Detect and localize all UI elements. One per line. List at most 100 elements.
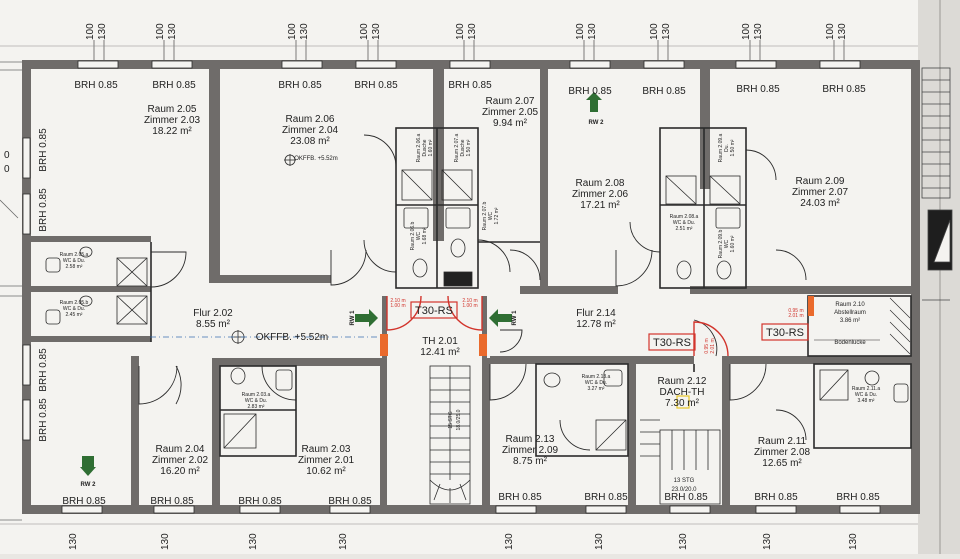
room-label-r208-0: Raum 2.08	[576, 178, 625, 189]
room-label-r203-1: Zimmer 2.01	[298, 455, 355, 466]
wet-label-w205b-0: Raum 2.05.b	[60, 300, 89, 306]
left-edge-0: 0	[4, 150, 10, 161]
escape-arrows	[80, 92, 602, 476]
door-size-c-1: 2.01 m	[710, 338, 716, 353]
fire-frame-left	[380, 334, 388, 356]
dim-top-a-6: 100	[649, 23, 660, 40]
rw2-arrow-top	[586, 92, 602, 112]
room-label-r213-0: Raum 2.13	[506, 434, 555, 445]
brh-label-4: BRH 0.85	[448, 80, 492, 91]
dim-bottom-4: 130	[504, 533, 515, 550]
brh-label-side-3: BRH 0.85	[38, 398, 49, 442]
wet-label-w203a-0: Raum 2.03.a	[242, 392, 271, 398]
door-size-b-1: 1.00 m	[462, 303, 477, 309]
wet-label-w205b-1: WC & Du.	[63, 306, 85, 312]
dim-top-b-6: 130	[661, 23, 672, 40]
wet-label-w208a-1: WC & Du.	[673, 220, 695, 226]
dim-bottom-6: 130	[678, 533, 689, 550]
wet-label-w206b-1: WC	[416, 231, 422, 240]
room-label-r204-1: Zimmer 2.02	[152, 455, 209, 466]
wet-label-w213a-2: 3.27 m²	[588, 386, 605, 392]
stair-roof-label-1: 23.0/20.0	[671, 487, 697, 493]
brh-label-side-2: BRH 0.85	[38, 348, 49, 392]
wet-label-w211a-1: WC & Du.	[855, 392, 877, 398]
stair-main-label-0: 15 STG	[448, 411, 454, 428]
t30-boxes	[410, 301, 809, 351]
fire-door-212	[693, 321, 729, 357]
dim-bottom-3: 130	[338, 533, 349, 550]
door-size-d-1: 2.01 m	[788, 313, 803, 319]
bodenluke-label: Bodenlucke	[834, 340, 866, 346]
brh-label-side-0: BRH 0.85	[38, 128, 49, 172]
wet-label-w205a-0: Raum 2.05.a	[60, 252, 89, 258]
roof-hatch-marker	[676, 395, 690, 409]
wet-label-w208a-2: 2.51 m²	[676, 226, 693, 232]
room-label-r209-1: Zimmer 2.07	[792, 187, 849, 198]
wet-label-w203a-1: WC & Du.	[245, 398, 267, 404]
room-label-r213-1: Zimmer 2.09	[502, 445, 559, 456]
wet-label-w209a-2: 1.50 m²	[730, 139, 736, 156]
room-label-th201-0: TH 2.01	[422, 336, 458, 347]
door-size-a-1: 1.00 m	[390, 303, 405, 309]
brh-label-9: BRH 0.85	[62, 496, 106, 507]
room-label-r207-0: Raum 2.07	[486, 96, 535, 107]
brh-label-0: BRH 0.85	[74, 80, 118, 91]
dim-top-a-4: 100	[455, 23, 466, 40]
room-label-r205-0: Raum 2.05	[148, 104, 197, 115]
rw1-arrow-left	[355, 309, 378, 327]
room-label-r210-1: Abstellraum	[834, 310, 866, 316]
wet-label-w206b-2: 1.68 m²	[422, 227, 428, 244]
brh-label-16: BRH 0.85	[754, 492, 798, 503]
room-label-r213-2: 8.75 m²	[513, 456, 548, 467]
wet-label-w207a-2: 1.50 m²	[466, 139, 472, 156]
room-label-f214-1: 12.78 m²	[576, 319, 616, 330]
room-label-r209-0: Raum 2.09	[796, 176, 845, 187]
dim-top-b-0: 130	[97, 23, 108, 40]
room-label-r212-0: Raum 2.12	[658, 376, 707, 387]
brh-label-8: BRH 0.85	[822, 84, 866, 95]
room-label-r204-2: 16.20 m²	[160, 466, 200, 477]
rw1-label-right: RW 1	[512, 310, 518, 326]
dim-top-b-7: 130	[753, 23, 764, 40]
t30rs-box-212	[648, 333, 696, 351]
brh-label-2: BRH 0.85	[278, 80, 322, 91]
brh-label-1: BRH 0.85	[152, 80, 196, 91]
wet-label-w211a-2: 3.48 m²	[858, 398, 875, 404]
brh-label-7: BRH 0.85	[736, 84, 780, 95]
rw2-label-top: RW 2	[589, 120, 605, 126]
brh-label-15: BRH 0.85	[664, 492, 708, 503]
room-label-r208-1: Zimmer 2.06	[572, 189, 629, 200]
room-label-r211-1: Zimmer 2.08	[754, 447, 811, 458]
stair-roof-label-0: 13 STG	[674, 478, 695, 484]
rw2-label-bottom: RW 2	[81, 482, 97, 488]
wet-label-w208a-0: Raum 2.08.a	[670, 214, 699, 220]
door-size-c-0: 0.95 m	[704, 338, 710, 353]
okffb-label-flur: OKFFB. +5.52m	[256, 332, 329, 343]
dim-top-a-0: 100	[85, 23, 96, 40]
page-edge	[918, 0, 960, 554]
room-label-r203-2: 10.62 m²	[306, 466, 346, 477]
left-margin-detail	[0, 61, 22, 521]
wet-label-w209b-2: 1.60 m²	[730, 235, 736, 252]
right-margin-stair	[921, 67, 953, 301]
door-size-a-0: 2.10 m	[390, 298, 405, 304]
shaft-block	[443, 271, 473, 287]
wet-label-w209a-1: Du.	[724, 144, 730, 152]
room-label-r210-2: 3.86 m²	[840, 318, 860, 324]
dim-top-b-8: 130	[837, 23, 848, 40]
wet-label-w211a-0: Raum 2.11.a	[852, 386, 880, 392]
room-label-r205-2: 18.22 m²	[152, 126, 192, 137]
wet-label-w205a-2: 2.58 m²	[66, 264, 83, 270]
room-label-f202-0: Flur 2.02	[193, 308, 233, 319]
fire-frame-210	[808, 296, 814, 316]
wet-label-w207a-1: Dusche	[460, 139, 466, 156]
t30rs-label-212: T30-RS	[653, 337, 691, 349]
t30rs-box-main	[410, 301, 458, 319]
dim-top-a-2: 100	[287, 23, 298, 40]
room-label-r206-0: Raum 2.06	[286, 114, 335, 125]
wet-label-w206a-0: Raum 2.06.a	[416, 133, 422, 162]
roof-stair	[640, 395, 721, 505]
